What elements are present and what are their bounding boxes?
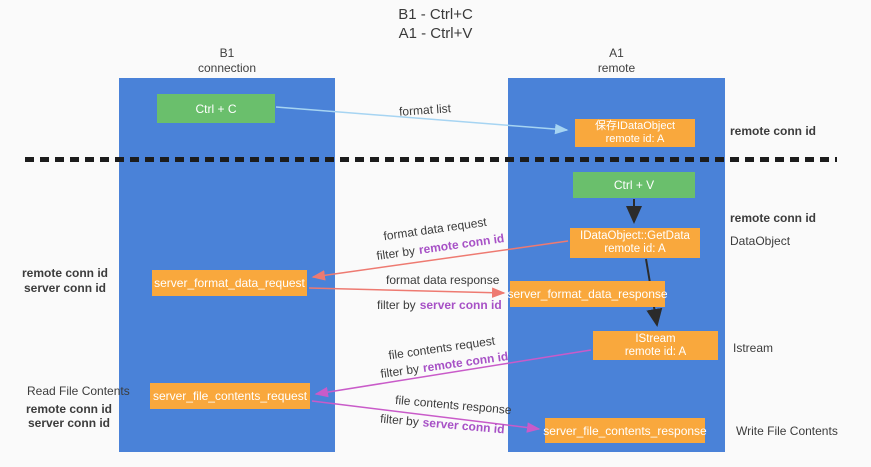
right-remote-conn-id-2: remote conn id — [730, 211, 817, 225]
node-save-idataobject-line1: 保存IDataObject — [594, 120, 676, 132]
node-save-idataobject: 保存IDataObject remote id: A — [575, 119, 695, 147]
node-server-format-data-request: server_format_data_request — [152, 270, 307, 296]
diagram-title: B1 - Ctrl+C A1 - Ctrl+V — [0, 5, 871, 43]
server-conn-id-text: server conn id — [419, 298, 502, 312]
node-ctrl-v-label: Ctrl + V — [613, 178, 655, 192]
filter-by-text: filter by — [379, 361, 420, 381]
label-format-data-response: format data response — [386, 273, 500, 287]
right-remote-conn-id-1: remote conn id — [730, 124, 817, 138]
label-format-list: format list — [398, 101, 452, 119]
node-format-request-label: server_format_data_request — [154, 276, 305, 290]
node-save-idataobject-line2: remote id: A — [605, 133, 665, 145]
node-file-request-label: server_file_contents_request — [152, 389, 308, 403]
node-istream-line2: remote id: A — [624, 345, 687, 358]
node-ctrl-c-label: Ctrl + C — [195, 101, 237, 116]
title-line-1: B1 - Ctrl+C — [398, 6, 473, 23]
filter-by-text: filter by — [375, 243, 416, 263]
lifeline-a1-subtitle: remote — [597, 61, 636, 75]
right-istream-label: Istream — [733, 341, 774, 355]
right-dataobject-label: DataObject — [730, 234, 791, 248]
right-write-file-contents: Write File Contents — [736, 424, 838, 438]
node-server-format-data-response: server_format_data_response — [507, 281, 668, 307]
arrow-format-data-response — [308, 287, 506, 298]
node-idataobject-getdata: IDataObject::GetData remote id: A — [570, 228, 700, 258]
node-getdata-line2: remote id: A — [604, 243, 666, 255]
left-read-file-contents: Read File Contents — [27, 384, 130, 398]
node-ctrl-v: Ctrl + V — [573, 172, 695, 198]
server-conn-id-text: server conn id — [422, 415, 506, 437]
filter-by-text: filter by — [377, 298, 416, 312]
left-remote-conn-id-2: remote conn id — [25, 402, 112, 416]
lifeline-b1-title: B1 — [219, 46, 235, 60]
node-istream: IStream remote id: A — [593, 331, 718, 360]
node-ctrl-c: Ctrl + C — [157, 94, 275, 123]
filter-by-text: filter by — [379, 411, 420, 429]
phase-divider-dashed-line — [25, 157, 837, 162]
lifeline-b1-subtitle: connection — [197, 61, 257, 75]
node-server-file-contents-response: server_file_contents_response — [543, 418, 707, 443]
node-server-file-contents-request: server_file_contents_request — [150, 383, 310, 409]
node-format-response-label: server_format_data_response — [507, 287, 668, 301]
left-server-conn-id: server conn id — [23, 281, 107, 295]
lifeline-header-b1: B1 connection — [119, 46, 335, 76]
left-server-conn-id-2: server conn id — [27, 416, 111, 430]
node-istream-line1: IStream — [635, 332, 676, 345]
left-remote-conn-id: remote conn id — [21, 266, 108, 280]
node-getdata-line1: IDataObject::GetData — [580, 230, 690, 242]
lifeline-a1-title: A1 — [609, 46, 624, 60]
node-file-response-label: server_file_contents_response — [543, 423, 707, 438]
lifeline-header-a1: A1 remote — [508, 46, 725, 76]
title-line-2: A1 - Ctrl+V — [398, 25, 473, 42]
